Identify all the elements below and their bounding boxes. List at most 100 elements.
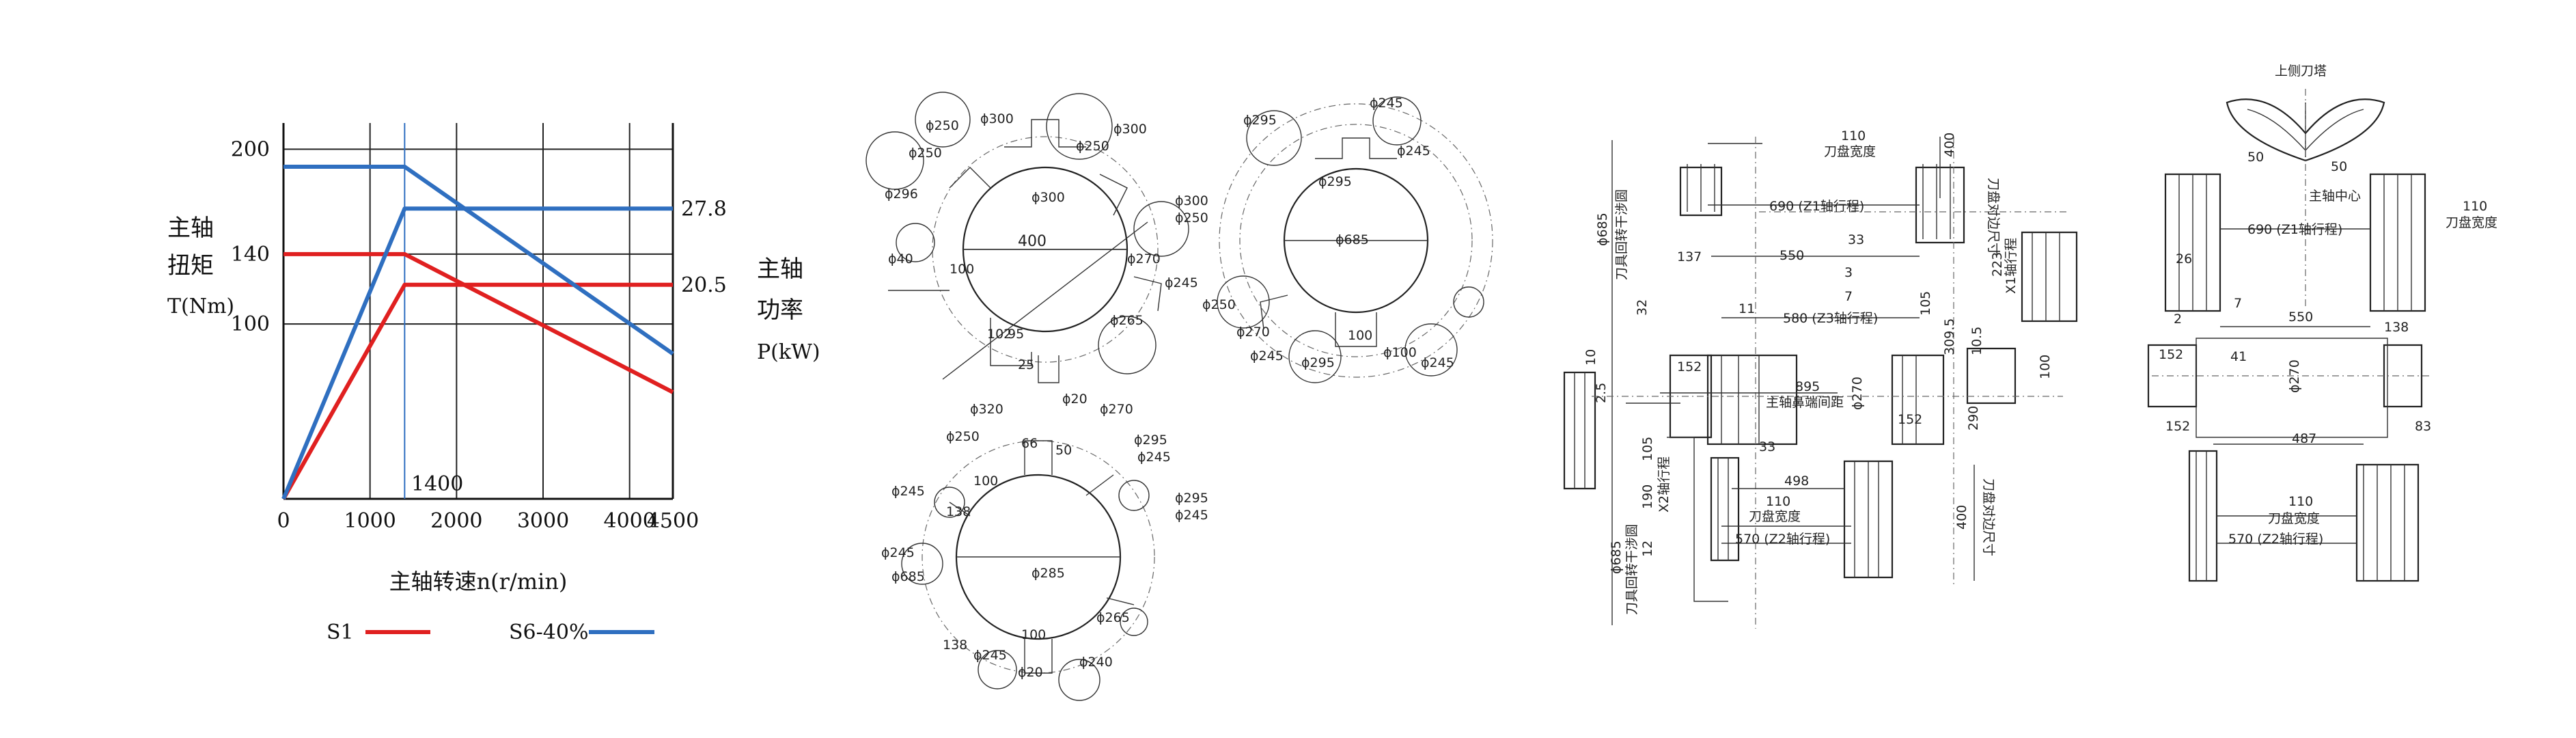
tr-dim-11: ϕ100 — [1383, 345, 1417, 360]
er-dim-2: 50 — [2247, 150, 2264, 165]
b-dim-19: 100 — [1021, 627, 1046, 642]
right-tick-label-0: 27.8 — [681, 197, 727, 221]
er-dim-9: 7 — [2234, 296, 2242, 311]
tl-dim-2: ϕ300 — [980, 111, 1014, 126]
tl-dim-9: ϕ250 — [1175, 210, 1208, 226]
el-dim-15: 32 — [1635, 299, 1650, 316]
knee-speed-label: 1400 — [411, 472, 463, 496]
tr-dim-8: ϕ245 — [1250, 348, 1284, 364]
x-axis-label: 主轴转速n(r/min) — [389, 569, 568, 594]
el-dim-37: ϕ685 — [1609, 541, 1624, 574]
er-dim-20: 刀盘宽度 — [2268, 511, 2320, 526]
er-dim-15: 152 — [2159, 347, 2183, 362]
er-dim-11: 550 — [2288, 310, 2313, 325]
legend-label-s6: S6-40% — [509, 620, 588, 644]
b-dim-16: ϕ285 — [1031, 566, 1065, 581]
tl-dim-13: ϕ270 — [1127, 251, 1161, 266]
tr-dim-10: 100 — [1348, 328, 1372, 343]
tl-dim-10: ϕ40 — [888, 251, 913, 266]
el-dim-10: 550 — [1779, 248, 1804, 263]
tl-dim-1: ϕ250 — [926, 118, 959, 133]
b-dim-10: 100 — [973, 474, 998, 489]
el-dim-19: 10 — [1583, 349, 1598, 366]
b-dim-5: 66 — [1021, 436, 1038, 451]
right-axis-label-line2: 功率 — [757, 297, 803, 324]
left-axis-label-line1: 主轴 — [167, 215, 214, 242]
tr-dim-9: ϕ295 — [1301, 355, 1335, 370]
b-dim-2: ϕ20 — [1062, 392, 1088, 407]
er-dim-5: 110 — [2463, 199, 2487, 214]
b-dim-22: ϕ240 — [1079, 655, 1113, 670]
b-dim-3: ϕ270 — [1100, 402, 1133, 417]
x-tick-label-0: 0 — [277, 509, 290, 533]
el-dim-22: 主轴鼻端间距 — [1766, 395, 1844, 410]
b-dim-6: 50 — [1055, 443, 1072, 458]
b-dim-14: ϕ245 — [881, 545, 915, 560]
el-dim-27: 2.5 — [1594, 383, 1609, 403]
er-dim-4: 主轴中心 — [2309, 189, 2361, 204]
el-dim-4: 刀盘对边尺寸 — [1986, 178, 2001, 256]
el-dim-1: 110 — [1841, 128, 1866, 144]
tl-dim-18: 25 — [1018, 357, 1034, 372]
turret-top-right: ϕ295 ϕ245 ϕ245 ϕ685 ϕ295 ϕ270 ϕ250 ϕ245 … — [1202, 96, 1493, 383]
right-axis-label-line1: 主轴 — [757, 256, 803, 283]
er-dim-6: 刀盘宽度 — [2446, 215, 2497, 230]
er-dim-13: 41 — [2230, 349, 2247, 364]
er-dim-3: 50 — [2331, 159, 2347, 174]
el-dim-28: 152 — [1898, 412, 1922, 427]
el-dim-24: 309.5 — [1942, 318, 1957, 355]
tl-dim-16: 102 — [987, 327, 1012, 342]
tr-dim-12: ϕ245 — [1421, 355, 1454, 370]
turret-top-left: ϕ250 ϕ300 ϕ250 ϕ300 ϕ250 ϕ300 ϕ296 ϕ300 … — [865, 92, 1208, 383]
b-dim-17: ϕ265 — [1096, 610, 1130, 625]
el-dim-16: 11 — [1739, 301, 1755, 316]
tr-dim-5: ϕ295 — [1318, 174, 1352, 189]
el-dim-41: 刀盘对边尺寸 — [1981, 478, 1996, 556]
b-dim-4: ϕ250 — [946, 429, 980, 444]
el-dim-36: 刀盘宽度 — [1749, 509, 1801, 524]
el-dim-34: X2轴行程 — [1657, 456, 1672, 512]
y-tick-label-0: 100 — [231, 312, 270, 336]
er-dim-14: ϕ270 — [2287, 359, 2302, 393]
el-dim-25: 10.5 — [1969, 327, 1984, 355]
el-dim-39: 570 (Z2轴行程) — [1735, 532, 1830, 547]
tl-dim-17: 95 — [1008, 327, 1024, 342]
el-dim-17: 580 (Z3轴行程) — [1783, 311, 1878, 326]
el-dim-6: 刀具回转干涉圆 — [1614, 189, 1629, 280]
er-dim-17: 487 — [2292, 431, 2316, 446]
tl-dim-7: ϕ296 — [885, 187, 918, 202]
b-dim-20: ϕ245 — [973, 648, 1007, 663]
el-dim-11: 3 — [1844, 265, 1853, 280]
series-S640-torque-line — [283, 164, 674, 356]
el-dim-31: 33 — [1759, 439, 1775, 454]
er-dim-21: 570 (Z2轴行程) — [2228, 532, 2323, 547]
el-dim-12: 7 — [1844, 289, 1853, 304]
x-tick-label-3: 3000 — [517, 509, 569, 533]
tr-dim-1: ϕ295 — [1243, 113, 1277, 128]
tl-dim-5: ϕ250 — [1076, 139, 1109, 154]
b-dim-11: ϕ295 — [1175, 491, 1208, 506]
y-tick-label-2: 200 — [231, 137, 270, 161]
el-dim-23: ϕ270 — [1850, 377, 1865, 410]
el-dim-29: 290 — [1966, 406, 1981, 430]
el-dim-32: 498 — [1784, 474, 1809, 489]
right-tick-label-1: 20.5 — [681, 273, 727, 297]
el-dim-8: 33 — [1848, 232, 1864, 247]
b-dim-8: ϕ245 — [1137, 450, 1171, 465]
chart-series-group — [281, 164, 674, 500]
er-dim-1: 上侧刀塔 — [2275, 64, 2327, 79]
el-dim-20: 152 — [1677, 359, 1702, 374]
series-S1-torque-line — [283, 251, 674, 394]
b-dim-12: 138 — [946, 504, 971, 519]
el-dim-9: 137 — [1677, 249, 1702, 264]
el-dim-26: 100 — [2038, 355, 2053, 379]
el-dim-42: 12 — [1640, 541, 1655, 557]
tr-dim-6: ϕ270 — [1236, 325, 1270, 340]
b-dim-13: ϕ245 — [1175, 508, 1208, 523]
x-tick-label-1: 1000 — [344, 509, 396, 533]
el-dim-40: 400 — [1954, 505, 1969, 530]
x-tick-label-4: 4000 — [603, 509, 655, 533]
legend: S1 S6-40% — [327, 620, 654, 644]
